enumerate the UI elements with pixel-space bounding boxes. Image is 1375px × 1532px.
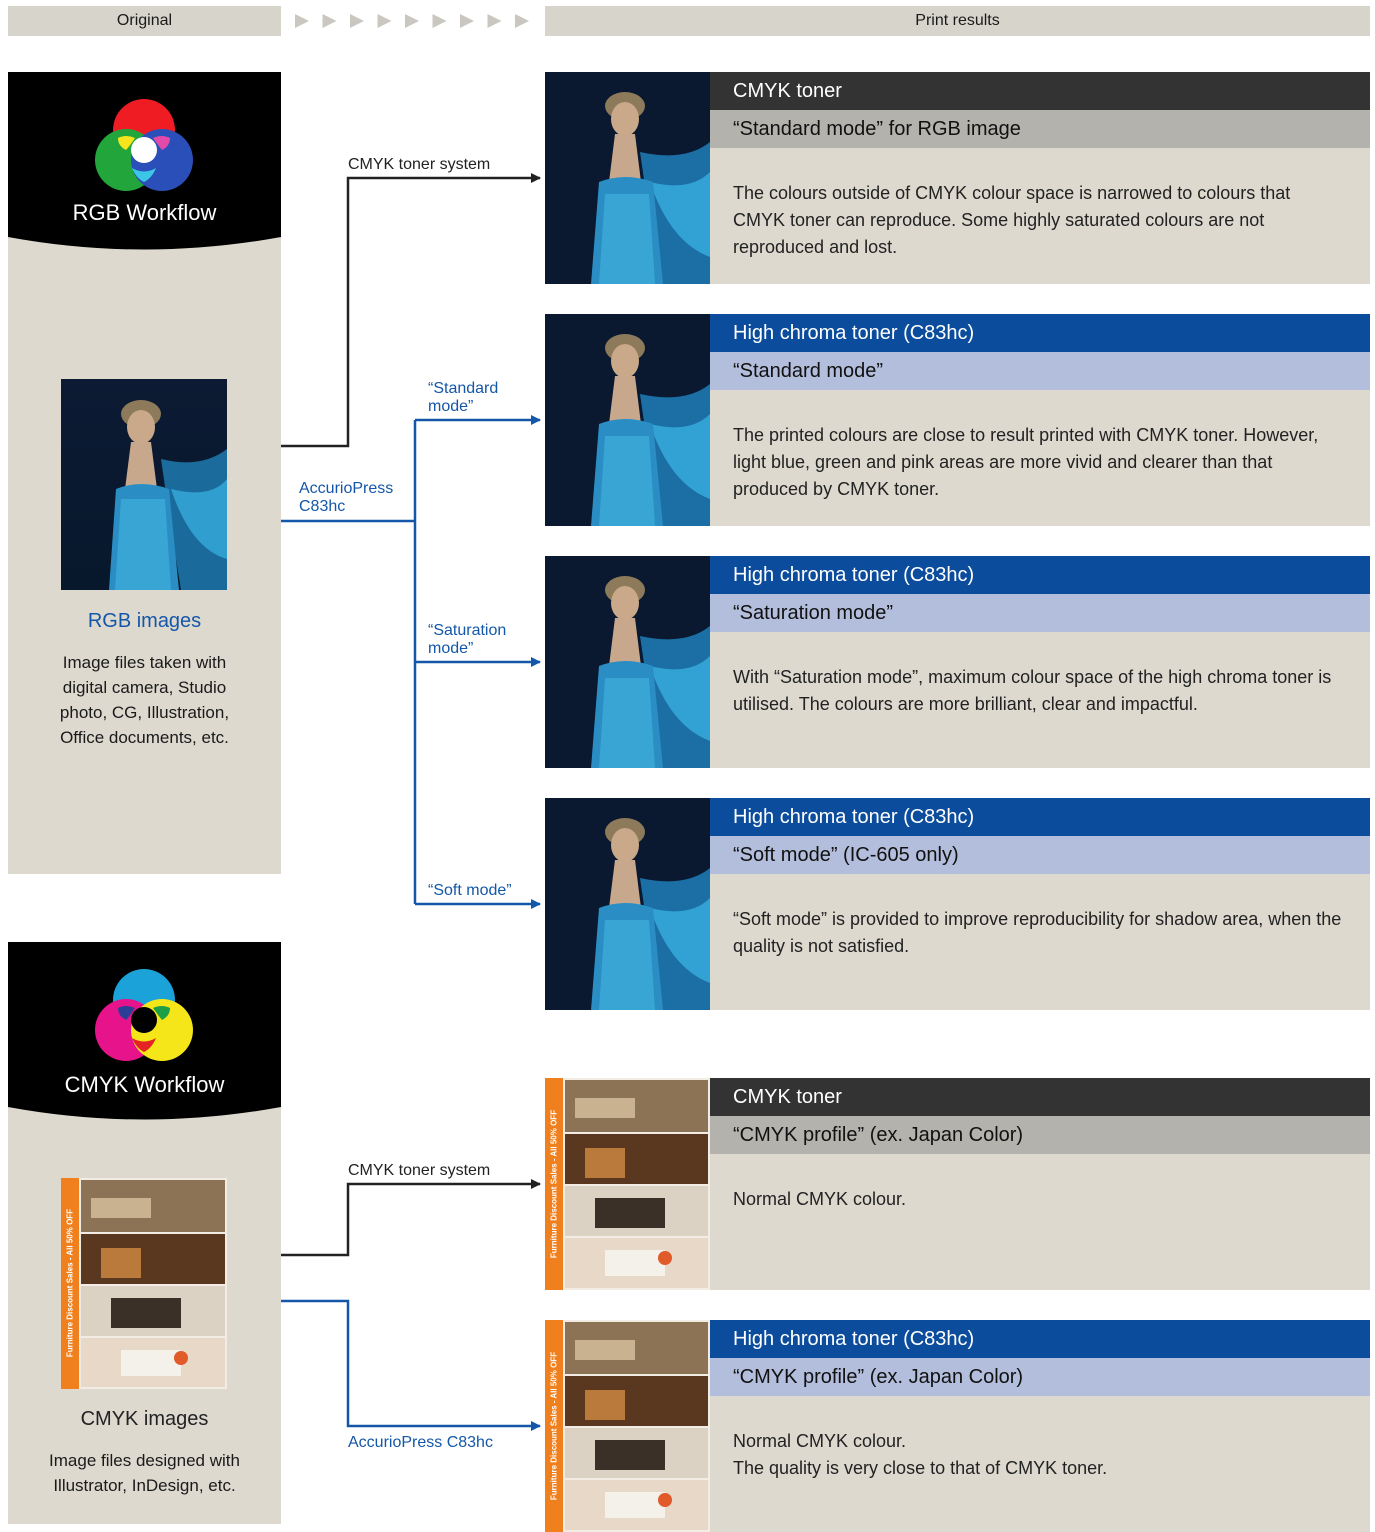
result-card-hc-standard: High chroma toner (C83hc) “Standard mode… [545, 314, 1370, 526]
portrait-thumb [545, 798, 710, 1010]
header-arrow-icon [295, 14, 309, 28]
result-description: The colours outside of CMYK colour space… [733, 183, 1291, 257]
portrait-thumb [545, 314, 710, 526]
cmyk-column: CMYK Workflow Furniture Discount Sales -… [8, 942, 281, 1524]
toner-label: CMYK toner [710, 72, 1370, 110]
rgb-banner-shape [8, 72, 281, 250]
portrait-image [61, 379, 227, 590]
cmyk-sample-image: Furniture Discount Sales - All 50% OFF [61, 1178, 227, 1389]
header-arrow-icon [350, 14, 364, 28]
rgb-images-title: RGB images [87, 610, 202, 632]
rgb-cmyk-connector [281, 173, 541, 448]
rgb-sample-image [61, 379, 227, 590]
toner-label: High chroma toner (C83hc) [710, 1320, 1370, 1358]
mode-label: “CMYK profile” (ex. Japan Color) [710, 1358, 1370, 1396]
original-header: Original [8, 6, 281, 36]
portrait-thumb [545, 72, 710, 284]
header-arrow-icon [460, 14, 474, 28]
header-arrow-icon [432, 14, 447, 28]
flyer-thumb: Furniture Discount Sales - All 50% OFF [545, 1320, 710, 1532]
toner-label: High chroma toner (C83hc) [710, 556, 1370, 594]
mode-label: “Standard mode” [710, 352, 1370, 390]
mode-label: “Saturation mode” [710, 594, 1370, 632]
result-card-hc-saturation: High chroma toner (C83hc) “Saturation mo… [545, 556, 1370, 768]
header-arrows [295, 14, 529, 28]
header-arrow-icon [405, 14, 419, 28]
cmyk-images-text: Image files designed with Illustrator, I… [49, 1451, 240, 1495]
flyer-side-text: Furniture Discount Sales - All 50% OFF [549, 1109, 559, 1259]
result-card-hc-soft: High chroma toner (C83hc) “Soft mode” (I… [545, 798, 1370, 1010]
rgb-images-text: Image files taken with digital camera, S… [59, 653, 230, 747]
result-card-cmyk-standard: CMYK toner “Standard mode” for RGB image… [545, 72, 1370, 284]
result-card-cmyk-profile: Furniture Discount Sales - All 50% OFF C… [545, 1078, 1370, 1290]
accuriopress-label: AccurioPress C83hc [299, 480, 394, 515]
mode-label: “CMYK profile” (ex. Japan Color) [710, 1116, 1370, 1154]
cmyk-workflow-title: CMYK Workflow [64, 1072, 225, 1097]
original-header-label: Original [116, 12, 173, 29]
cmyk-cmyk-connector [281, 1179, 541, 1257]
furniture-flyer-image [61, 1178, 227, 1389]
furniture-flyer-image [545, 1078, 710, 1290]
result-description: With “Saturation mode”, maximum colour s… [733, 667, 1332, 714]
rgb-column: RGB Workflow RGB images Image files take… [8, 72, 281, 874]
flyer-thumb: Furniture Discount Sales - All 50% OFF [545, 1078, 710, 1290]
cmyk-toner-system-label-2: CMYK toner system [348, 1162, 491, 1179]
saturation-mode-label: “Saturation mode” [428, 622, 507, 657]
soft-mode-label: “Soft mode” [428, 882, 512, 899]
portrait-thumb [545, 556, 710, 768]
header-arrow-icon [377, 14, 392, 28]
header-arrow-icon [322, 14, 337, 28]
portrait-image [545, 556, 710, 768]
cmyk-banner-shape [8, 942, 281, 1120]
cmyk-images-title: CMYK images [80, 1408, 209, 1430]
furniture-flyer-image [545, 1320, 710, 1532]
result-card-hc-profile: Furniture Discount Sales - All 50% OFF H… [545, 1320, 1370, 1532]
cmyk-toner-system-label-1: CMYK toner system [348, 156, 491, 173]
result-description: Normal CMYK colour. The quality is very … [733, 1431, 1108, 1478]
portrait-image [545, 72, 710, 284]
accuriopress-label-2: AccurioPress C83hc [348, 1434, 493, 1451]
mode-label: “Soft mode” (IC-605 only) [710, 836, 1370, 874]
rgb-circles-icon [95, 99, 193, 191]
print-results-header-label: Print results [915, 12, 1000, 29]
flyer-side-text: Furniture Discount Sales - All 50% OFF [549, 1351, 559, 1501]
header-arrow-icon [515, 14, 529, 28]
toner-label: High chroma toner (C83hc) [710, 798, 1370, 836]
print-results-header: Print results [545, 6, 1370, 36]
header-arrow-icon [487, 14, 502, 28]
portrait-image [545, 314, 710, 526]
rgb-workflow-title: RGB Workflow [72, 200, 217, 225]
portrait-image [545, 798, 710, 1010]
standard-mode-label: “Standard mode” [428, 380, 499, 415]
header-arrow-row [293, 11, 538, 31]
toner-label: CMYK toner [710, 1078, 1370, 1116]
result-description: The printed colours are close to result … [733, 425, 1319, 499]
rgb-workflow-banner: RGB Workflow [8, 72, 281, 255]
result-description: Normal CMYK colour. [733, 1189, 907, 1209]
toner-label: High chroma toner (C83hc) [710, 314, 1370, 352]
mode-label: “Standard mode” for RGB image [710, 110, 1370, 148]
result-description: “Soft mode” is provided to improve repro… [733, 909, 1342, 956]
cmyk-accurio-connector [281, 1299, 541, 1431]
cmyk-workflow-banner: CMYK Workflow [8, 942, 281, 1125]
cmyk-circles-icon [95, 969, 193, 1061]
